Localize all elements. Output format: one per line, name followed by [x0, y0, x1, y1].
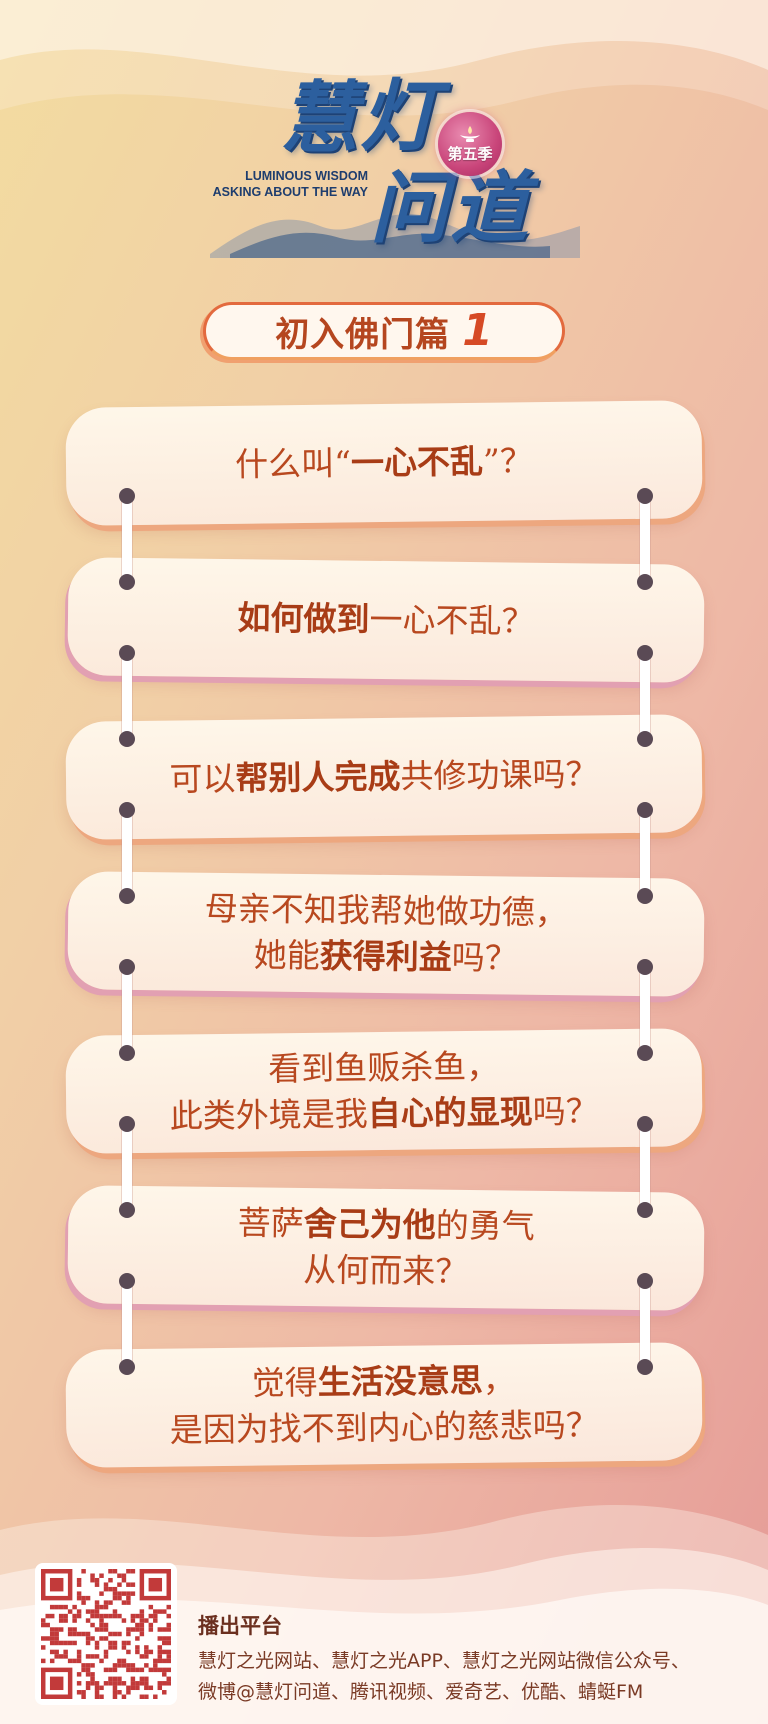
question-card: 菩萨舍己为他的勇气从何而来？ [67, 1185, 705, 1311]
connector-right [637, 1273, 653, 1375]
question-line: 什么叫“一心不乱”？ [235, 438, 533, 488]
logo-char-1: 慧 [280, 73, 359, 164]
logo-char-2: 灯 [360, 71, 439, 162]
question-card: 看到鱼贩杀鱼，此类外境是我自心的显现吗？ [65, 1028, 703, 1154]
question-text: 觉得 [251, 1362, 318, 1403]
connector-left [119, 1116, 135, 1218]
platform-line-2: 微博@慧灯问道、腾讯视频、爱奇艺、优酷、蜻蜓FM [198, 1681, 644, 1703]
connector-right [637, 959, 653, 1061]
question-text: 吗？ [532, 1091, 599, 1132]
question-text: 共修功课吗？ [400, 754, 599, 796]
question-card: 如何做到一心不乱？ [67, 557, 705, 683]
season-label: 第五季 [447, 144, 493, 163]
question-line: 觉得生活没意思， [251, 1357, 516, 1406]
season-badge: 第五季 [438, 112, 502, 176]
question-line: 从何而来？ [303, 1247, 469, 1295]
question-highlight: 如何做到 [237, 598, 370, 639]
question-text: 看到鱼贩杀鱼， [267, 1046, 500, 1089]
logo-english-title: LUMINOUS WISDOM ASKING ABOUT THE WAY [210, 168, 368, 200]
question-text: ， [482, 1360, 516, 1400]
broadcast-label: 播出平台 [198, 1614, 282, 1638]
question-text: 吗？ [451, 937, 518, 978]
question-text: 是因为找不到内心的慈悲吗？ [169, 1405, 599, 1450]
section-title-pill: 初入佛门篇 1 [203, 302, 565, 360]
program-logo: 慧 灯 问 道 第五季 LUMINOUS WISDOM ASKING ABOUT… [210, 78, 580, 258]
logo-char-4: 道 [450, 163, 529, 254]
qr-code[interactable] [35, 1563, 177, 1705]
question-highlight: 生活没意思 [317, 1360, 483, 1402]
question-text: 她能 [253, 935, 320, 976]
question-text: 从何而来？ [302, 1249, 469, 1292]
connector-left [119, 645, 135, 747]
connector-right [637, 802, 653, 904]
broadcast-platforms: 播出平台 慧灯之光网站、慧灯之光APP、慧灯之光网站微信公众号、 微博@慧灯问道… [198, 1610, 758, 1708]
question-highlight: 舍己为他 [303, 1203, 437, 1245]
question-line: 如何做到一心不乱？ [237, 595, 535, 645]
connector-right [637, 645, 653, 747]
platform-line-1: 慧灯之光网站、慧灯之光APP、慧灯之光网站微信公众号、 [198, 1650, 690, 1672]
question-highlight: 一心不乱 [350, 441, 484, 483]
connector-left [119, 488, 135, 590]
question-line: 可以帮别人完成共修功课吗？ [169, 751, 599, 802]
question-line: 是因为找不到内心的慈悲吗？ [170, 1402, 600, 1453]
question-text: ”？ [482, 441, 534, 481]
question-card: 可以帮别人完成共修功课吗？ [65, 714, 703, 840]
logo-char-3: 问 [370, 163, 449, 254]
lotus-lamp-icon [460, 125, 480, 142]
section-title: 初入佛门篇 [275, 314, 451, 355]
question-text: 母亲不知我帮她做功德， [204, 888, 569, 933]
connector-right [637, 1116, 653, 1218]
question-highlight: 帮别人完成 [235, 756, 401, 798]
question-line: 母亲不知我帮她做功德， [205, 886, 569, 936]
question-text: 菩萨 [237, 1203, 305, 1243]
mountain-ink-decoration [210, 213, 580, 258]
question-card: 母亲不知我帮她做功德，她能获得利益吗？ [67, 871, 705, 997]
connector-right [637, 488, 653, 590]
question-line: 她能获得利益吗？ [253, 932, 518, 981]
connector-left [119, 1273, 135, 1375]
qr-code-icon [41, 1569, 171, 1699]
question-highlight: 获得利益 [319, 936, 452, 977]
question-highlight: 自心的显现 [367, 1092, 534, 1134]
question-text: 什么叫“ [234, 443, 352, 484]
question-text: 一心不乱？ [369, 599, 535, 641]
logo-english-line-2: ASKING ABOUT THE WAY [212, 185, 368, 199]
question-text: 的勇气 [435, 1205, 536, 1246]
question-card: 觉得生活没意思，是因为找不到内心的慈悲吗？ [65, 1342, 703, 1468]
question-line: 此类外境是我自心的显现吗？ [170, 1088, 600, 1139]
section-number: 1 [462, 305, 493, 356]
question-text: 可以 [169, 758, 236, 799]
question-card: 什么叫“一心不乱”？ [65, 400, 703, 526]
logo-english-line-1: LUMINOUS WISDOM [245, 169, 368, 183]
connector-left [119, 802, 135, 904]
question-text: 此类外境是我 [169, 1094, 369, 1136]
question-line: 菩萨舍己为他的勇气 [238, 1200, 536, 1250]
connector-left [119, 959, 135, 1061]
question-line: 看到鱼贩杀鱼， [268, 1044, 500, 1093]
